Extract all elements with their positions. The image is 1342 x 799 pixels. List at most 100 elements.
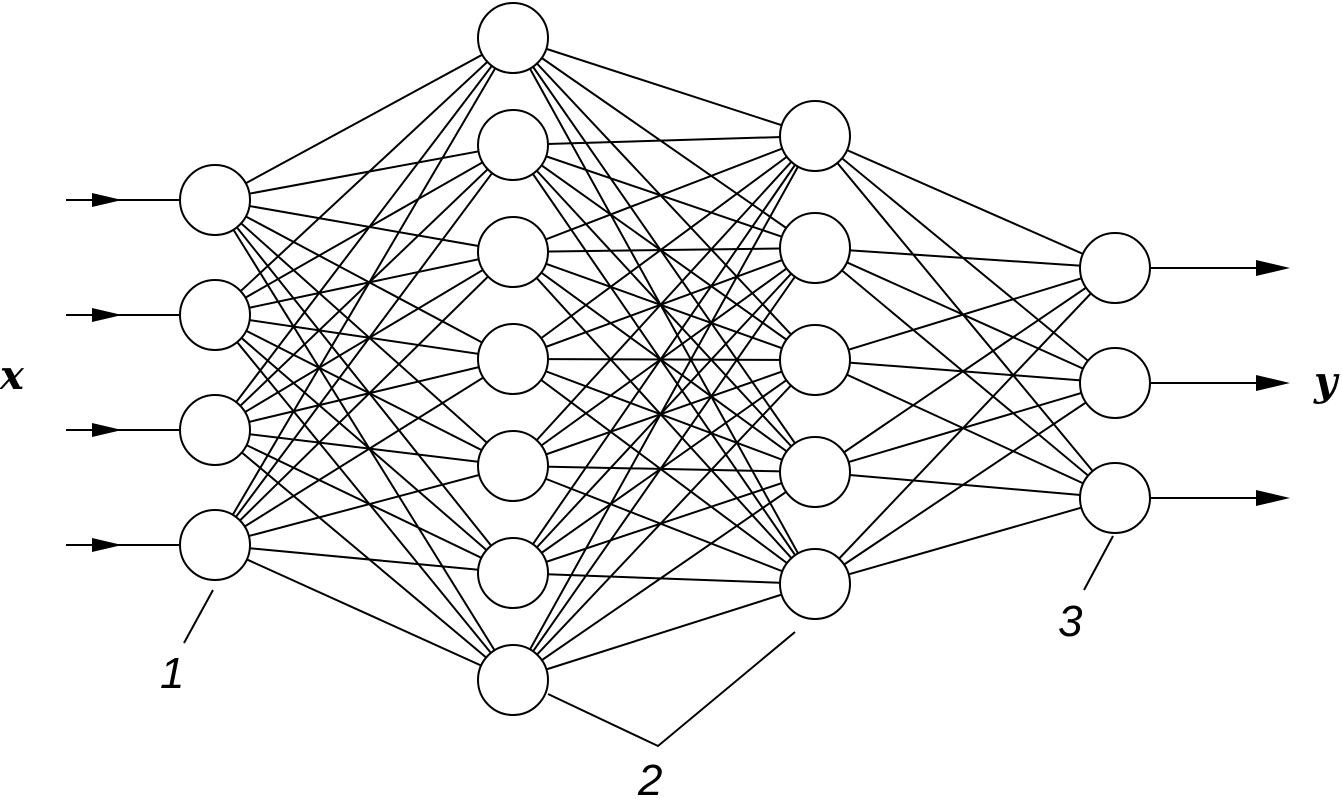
- connection-l2-n2-to-l3-n3: [512, 144, 816, 361]
- neuron-l3-n5: [779, 548, 851, 620]
- connection-lines: [214, 37, 1116, 681]
- connection-l1-n1-to-l2-n6: [214, 199, 514, 574]
- connection-l1-n3-to-l2-n6: [214, 429, 514, 574]
- connection-l1-n1-to-l2-n4: [214, 199, 514, 360]
- connection-l3-n4-to-l4-n1: [814, 267, 1116, 473]
- connection-l1-n1-to-l2-n1: [214, 37, 514, 201]
- output-arrowhead-icon-2: [1256, 375, 1290, 391]
- connection-l2-n7-to-l3-n5: [512, 583, 816, 681]
- neuron-l1-n4: [179, 509, 251, 581]
- connection-l2-n2-to-l3-n1: [512, 135, 816, 146]
- connection-l2-n4-to-l3-n3: [512, 358, 816, 361]
- connection-l1-n1-to-l2-n2: [214, 144, 514, 201]
- connection-l3-n3-to-l4-n3: [814, 359, 1116, 499]
- connection-l2-n4-to-l3-n5: [512, 358, 816, 585]
- connection-l3-n3-to-l4-n1: [814, 267, 1116, 361]
- neuron-l1-n1: [179, 164, 251, 236]
- neuron-l2-n2: [477, 109, 549, 181]
- connection-l2-n3-to-l3-n2: [512, 247, 816, 253]
- connection-l3-n1-to-l4-n1: [814, 135, 1116, 269]
- connection-l2-n6-to-l3-n2: [512, 247, 816, 574]
- connection-l2-n4-to-l3-n1: [512, 135, 816, 360]
- connection-l2-n5-to-l3-n2: [512, 247, 816, 467]
- connection-l1-n1-to-l2-n3: [214, 199, 514, 253]
- output-arrowhead-icon-1: [1256, 260, 1290, 276]
- connection-l2-n5-to-l3-n4: [512, 465, 816, 473]
- leader-line-hidden-layers: [547, 631, 796, 748]
- connection-l2-n1-to-l3-n2: [512, 37, 816, 249]
- connection-l3-n5-to-l4-n2: [814, 382, 1116, 585]
- connection-l1-n2-to-l2-n4: [214, 314, 514, 360]
- connection-l2-n7-to-l3-n2: [512, 247, 816, 681]
- connection-l2-n7-to-l3-n3: [512, 359, 816, 681]
- input-layer-number: 1: [160, 649, 184, 698]
- connection-l2-n4-to-l3-n4: [512, 358, 816, 473]
- connection-l2-n6-to-l3-n5: [512, 572, 816, 585]
- connection-l3-n2-to-l4-n2: [814, 247, 1116, 384]
- input-arrowhead-icon-1: [92, 193, 122, 207]
- connection-l1-n4-to-l2-n4: [214, 358, 514, 546]
- neuron-l2-n5: [477, 430, 549, 502]
- neuron-l4-n3: [1079, 462, 1151, 534]
- input-arrowhead-icon-3: [92, 423, 122, 437]
- connection-l2-n1-to-l3-n1: [512, 37, 816, 137]
- connection-l1-n3-to-l2-n5: [214, 429, 514, 467]
- input-arrowhead-icon-2: [92, 308, 122, 322]
- connection-l2-n3-to-l3-n1: [512, 135, 816, 253]
- leader-line-input-layer: [183, 589, 214, 644]
- input-arrowhead-icon-4: [92, 538, 122, 552]
- connection-l2-n7-to-l3-n1: [512, 135, 816, 681]
- connection-l2-n2-to-l3-n2: [512, 144, 816, 249]
- connection-l1-n4-to-l2-n6: [214, 544, 514, 574]
- neuron-l2-n1: [477, 2, 549, 74]
- leader-line-output-layer: [1083, 535, 1114, 591]
- connection-l1-n2-to-l2-n5: [214, 314, 514, 467]
- neuron-l4-n2: [1079, 347, 1151, 419]
- connection-l3-n2-to-l4-n3: [814, 247, 1116, 499]
- connection-l2-n1-to-l3-n5: [512, 37, 816, 585]
- connection-l1-n4-to-l2-n1: [214, 37, 514, 546]
- neuron-l1-n2: [179, 279, 251, 351]
- neuron-nodes: [179, 2, 1151, 716]
- connection-l1-n4-to-l2-n3: [214, 251, 514, 546]
- hidden-layers-number: 2: [637, 756, 662, 799]
- output-label: y: [1313, 358, 1340, 405]
- connection-l2-n3-to-l3-n4: [512, 251, 816, 473]
- connection-l2-n3-to-l3-n5: [512, 251, 816, 585]
- connection-l1-n3-to-l2-n3: [214, 251, 514, 431]
- neuron-l3-n2: [779, 212, 851, 284]
- connection-l2-n2-to-l3-n5: [512, 144, 816, 585]
- connection-l1-n2-to-l2-n1: [214, 37, 514, 316]
- connection-l3-n5-to-l4-n1: [814, 267, 1116, 585]
- connection-l3-n3-to-l4-n2: [814, 359, 1116, 384]
- connection-l1-n4-to-l2-n2: [214, 144, 514, 546]
- connection-l3-n4-to-l4-n2: [814, 382, 1116, 473]
- connection-l1-n3-to-l2-n7: [214, 429, 514, 681]
- connection-l3-n4-to-l4-n3: [814, 471, 1116, 499]
- output-arrowhead-icon-3: [1256, 490, 1290, 506]
- connection-l3-n1-to-l4-n2: [814, 135, 1116, 384]
- connection-l1-n2-to-l2-n6: [214, 314, 514, 574]
- connection-l3-n2-to-l4-n1: [814, 247, 1116, 269]
- connection-l2-n4-to-l3-n2: [512, 247, 816, 360]
- connection-l1-n3-to-l2-n1: [214, 37, 514, 431]
- io-arrows: [66, 193, 1290, 552]
- connection-l1-n4-to-l2-n5: [214, 465, 514, 546]
- input-label: x: [0, 352, 25, 399]
- connection-l3-n5-to-l4-n3: [814, 497, 1116, 585]
- connection-l1-n2-to-l2-n2: [214, 144, 514, 316]
- connection-l1-n1-to-l2-n7: [214, 199, 514, 681]
- neuron-l3-n1: [779, 100, 851, 172]
- connection-l2-n1-to-l3-n3: [512, 37, 816, 361]
- connection-l1-n2-to-l2-n7: [214, 314, 514, 681]
- connection-l1-n3-to-l2-n4: [214, 358, 514, 431]
- output-layer-number: 3: [1058, 597, 1083, 646]
- neuron-l4-n1: [1079, 232, 1151, 304]
- neuron-l1-n3: [179, 394, 251, 466]
- connection-l2-n2-to-l3-n4: [512, 144, 816, 473]
- connection-l2-n3-to-l3-n3: [512, 251, 816, 361]
- neuron-l3-n4: [779, 436, 851, 508]
- connection-l2-n5-to-l3-n1: [512, 135, 816, 467]
- neuron-l2-n7: [477, 644, 549, 716]
